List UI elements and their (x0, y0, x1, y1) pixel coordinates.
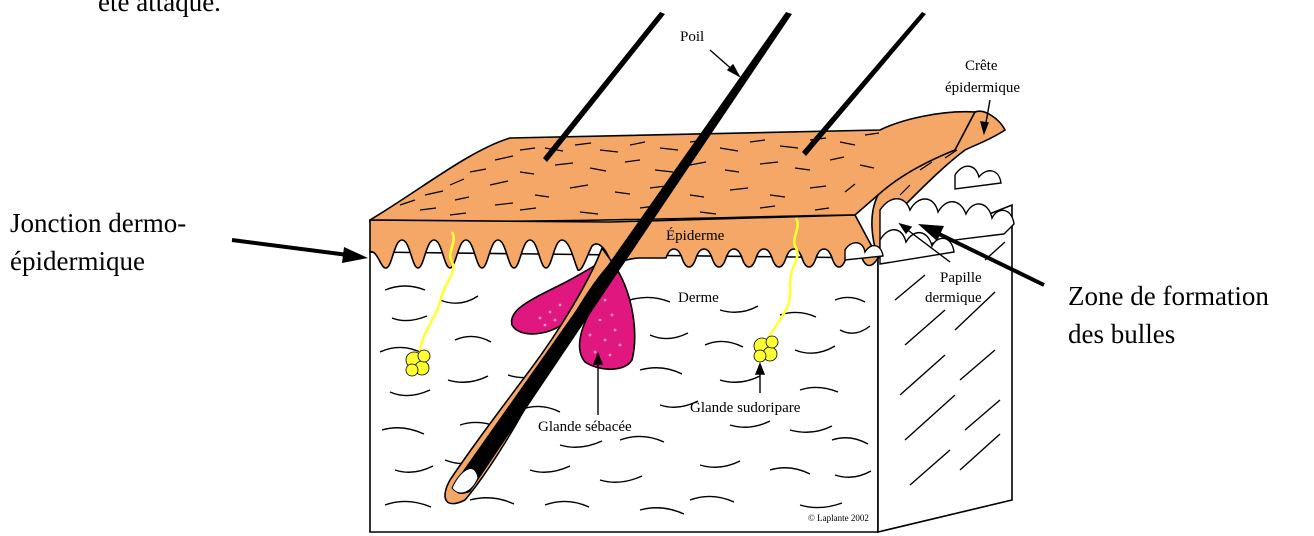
label-copyright: © Laplante 2002 (808, 513, 869, 523)
jonction-arrow (232, 240, 368, 263)
annotation-zone-line2: des bulles (1068, 319, 1175, 349)
top-cut-text: ète attaque. (98, 0, 221, 17)
label-epiderme: Épiderme (666, 227, 725, 244)
label-papille-line1: Papille (940, 270, 982, 286)
annotation-jonction-line1: Jonction dermo- (10, 208, 186, 238)
label-glande-sebacee: Glande sébacée (538, 419, 632, 435)
annotation-zone-line1: Zone de formation (1068, 281, 1269, 311)
label-derme: Derme (678, 290, 719, 306)
label-crete-line1: Crête (965, 58, 998, 74)
label-crete-line2: épidermique (945, 80, 1020, 96)
annotation-jonction-line2: épidermique (10, 246, 145, 276)
label-poil: Poil (680, 29, 704, 45)
label-papille-line2: dermique (925, 290, 982, 306)
label-glande-sudoripare: Glande sudoripare (690, 400, 801, 416)
